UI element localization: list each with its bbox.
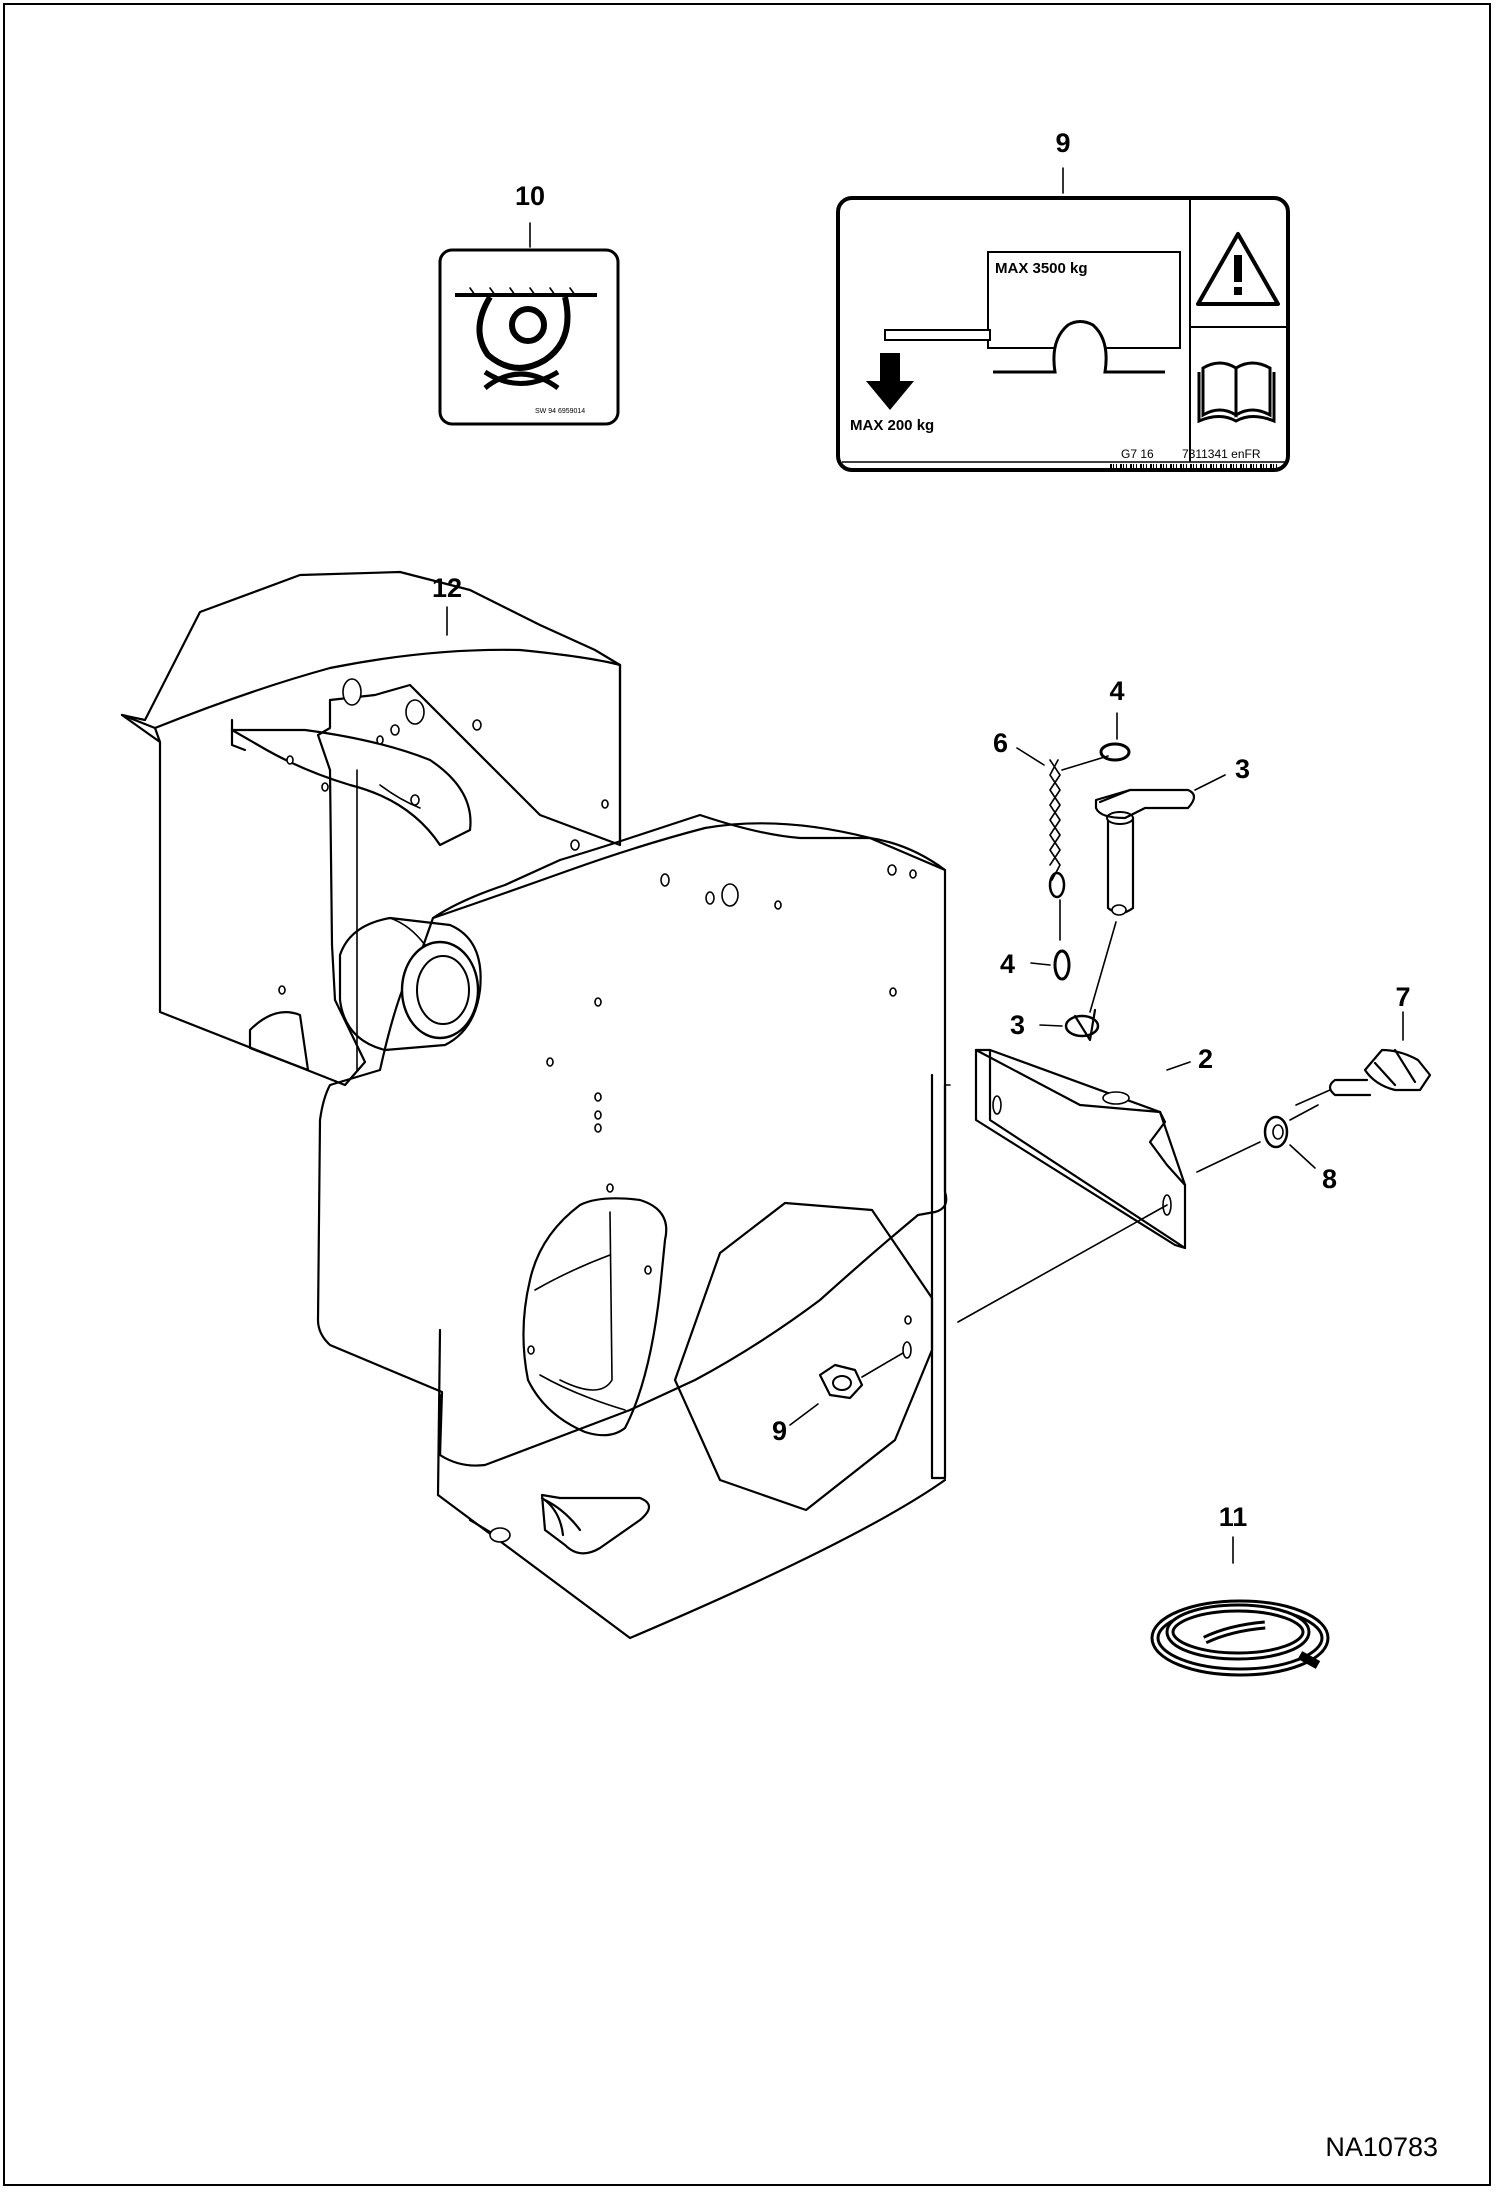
- hitch-plate: [974, 1048, 1187, 1250]
- hose-coil: [1150, 1599, 1330, 1677]
- callout-2: 3: [1235, 754, 1250, 784]
- decal-9-code: G7 16: [1121, 447, 1154, 461]
- decal-9-part: 7311341 enFR: [1182, 447, 1261, 461]
- callout-12: 12: [432, 573, 462, 603]
- callout-leader-8: [789, 1403, 819, 1426]
- callout-5: 6: [993, 728, 1008, 758]
- manual-book-icon: [1197, 361, 1276, 424]
- frame-holes: [278, 678, 917, 1543]
- callout-8: 9: [772, 1416, 787, 1446]
- callout-7: 8: [1322, 1164, 1337, 1194]
- lift-hook-icon: [455, 287, 597, 391]
- lanyard-chain: [1048, 755, 1109, 941]
- frame-opening: [522, 1197, 668, 1437]
- callout-leader-4b: [1030, 962, 1051, 966]
- callout-leader-3: [1039, 1024, 1063, 1027]
- drawing-id: NA10783: [1325, 2132, 1438, 2162]
- decal-lift-point: SW 94 6959014: [438, 222, 620, 426]
- callout-leader-1: [1166, 1061, 1191, 1071]
- octagonal-plate: [673, 1201, 934, 1512]
- callout-6: 7: [1395, 982, 1410, 1012]
- hex-bolt: [1295, 1048, 1432, 1106]
- flat-washer: [1196, 1104, 1319, 1173]
- decal-9-max-load: MAX 3500 kg: [995, 260, 1088, 277]
- down-arrow-icon: [866, 353, 914, 410]
- callout-leader-5: [1016, 747, 1045, 766]
- callout-leader-2: [1194, 774, 1226, 791]
- decal-9-max-tongue: MAX 200 kg: [850, 417, 934, 434]
- hex-nut: [818, 1341, 912, 1400]
- callout-10: 10: [515, 181, 545, 211]
- hitch-pin: [1094, 788, 1196, 916]
- barcode: [1110, 464, 1277, 469]
- warning-triangle-icon: [1196, 232, 1280, 306]
- callout-3: 3: [1010, 1010, 1025, 1040]
- callout-4-lower: 4: [1000, 949, 1015, 979]
- trailer-wheel: [993, 320, 1165, 374]
- callout-leader-7: [1289, 1144, 1316, 1169]
- split-ring-top: [1099, 742, 1131, 762]
- callout-4-top: 4: [1109, 676, 1124, 706]
- tow-frame-assembly: [120, 570, 951, 1640]
- decal-10-outline: [438, 248, 620, 426]
- pivot-boss: [338, 916, 482, 1052]
- callout-1: 2: [1198, 1044, 1213, 1074]
- trailer-tongue: [884, 329, 991, 341]
- lynch-pin: [1064, 921, 1117, 1042]
- callout-9: 9: [1055, 128, 1070, 158]
- split-ring-lower: [1053, 949, 1071, 981]
- decal-max-load: MAX 3500 kg MAX 200 kg G7 16 7311341 enF…: [836, 167, 1290, 472]
- callout-11: 11: [1219, 1502, 1248, 1532]
- decal-10-print: SW 94 6959014: [535, 408, 585, 415]
